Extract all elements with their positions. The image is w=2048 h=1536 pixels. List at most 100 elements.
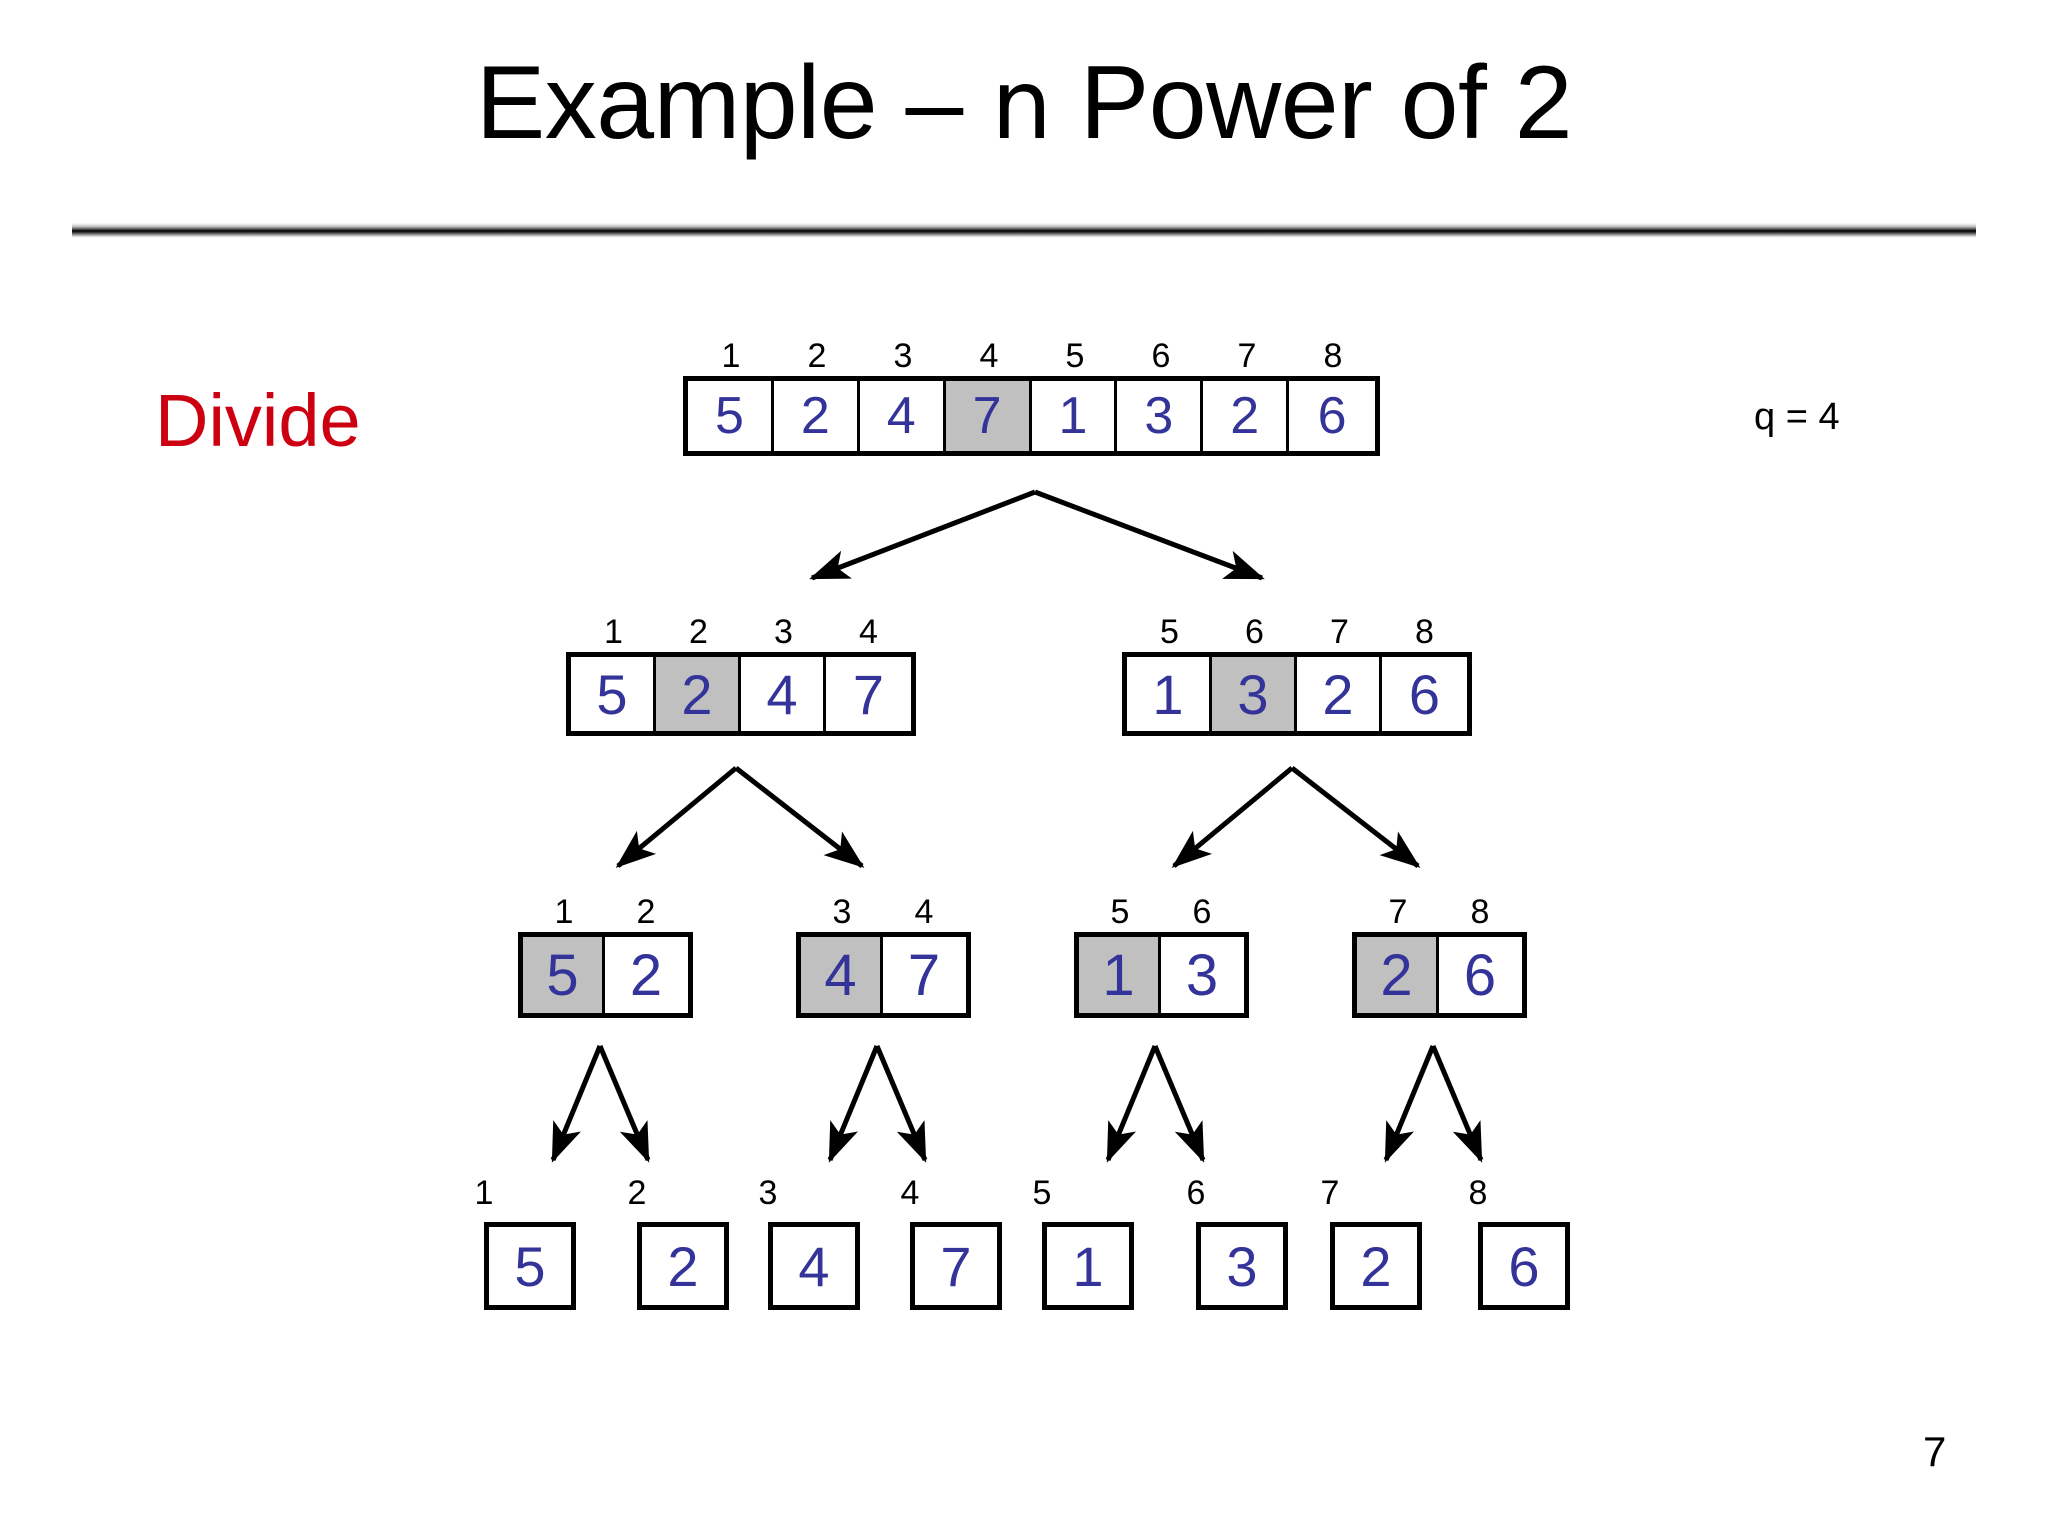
page-title: Example – n Power of 2	[0, 46, 2048, 160]
arrow-l2d-left	[1383, 1045, 1436, 1163]
array-cell: 2	[1330, 1222, 1422, 1310]
arrow-l2c-right	[1152, 1045, 1206, 1163]
array-cell: 2	[1297, 657, 1382, 731]
arrow-l1b-right	[1290, 766, 1421, 868]
divide-label: Divide	[155, 379, 361, 462]
array-index-label: 4	[979, 337, 999, 375]
arrow-l1a-right	[734, 766, 865, 868]
arrow-l2b-right	[874, 1045, 928, 1163]
arrow-l2a-left	[550, 1045, 603, 1163]
arrow-l1b-left	[1171, 766, 1294, 868]
array-cell: 1	[1127, 657, 1212, 731]
array-cell: 2	[1357, 937, 1439, 1013]
array-cell: 2	[773, 381, 860, 451]
array-cell: 3	[1196, 1222, 1288, 1310]
array-index-label: 5	[1065, 337, 1085, 375]
array-index-label: 3	[893, 337, 913, 375]
title-variable-n: n	[991, 49, 1052, 161]
array-index-label: 8	[1470, 893, 1490, 931]
array-index-label: 6	[1245, 613, 1264, 651]
array-index-label: 2	[689, 613, 708, 651]
array-cell: 6	[1382, 657, 1467, 731]
array-cell: 1	[1042, 1222, 1134, 1310]
array-cell: 6	[1439, 937, 1521, 1013]
array-cell: 7	[883, 937, 965, 1013]
array-cell: 5	[571, 657, 656, 731]
array-cell: 2	[637, 1222, 729, 1310]
array-index-label: 2	[807, 337, 827, 375]
array-cell: 1	[1031, 381, 1118, 451]
array-cell: 4	[768, 1222, 860, 1310]
arrow-l0-right	[1034, 489, 1265, 581]
arrow-l2c-left	[1105, 1045, 1158, 1163]
array-index-label: 3	[758, 1174, 778, 1212]
array-cell: 7	[945, 381, 1032, 451]
array-cell: 2	[605, 937, 687, 1013]
title-divider-rule	[72, 222, 1976, 238]
array-cell: 7	[910, 1222, 1002, 1310]
index-row-level1-right: 5 6 7 8	[1122, 612, 1472, 652]
arrow-l0-left	[809, 489, 1036, 581]
array-index-label: 7	[1237, 337, 1257, 375]
array-index-label: 1	[604, 613, 623, 651]
title-prefix: Example –	[475, 45, 992, 161]
array-cell: 5	[484, 1222, 576, 1310]
array-cell: 4	[859, 381, 946, 451]
array-cell: 6	[1289, 381, 1375, 451]
array-cell: 1	[1079, 937, 1161, 1013]
array-index-label: 4	[859, 613, 878, 651]
array-index-label: 8	[1468, 1174, 1488, 1212]
array-cell: 4	[801, 937, 883, 1013]
array-index-label: 6	[1186, 1174, 1206, 1212]
array-index-label: 1	[721, 337, 741, 375]
array-index-label: 2	[636, 893, 656, 931]
page-number: 7	[1923, 1428, 1947, 1475]
array-index-label: 3	[832, 893, 852, 931]
array-index-label: 2	[627, 1174, 647, 1212]
array-cell: 6	[1478, 1222, 1570, 1310]
array-index-label: 1	[474, 1174, 494, 1212]
array-cell: 5	[688, 381, 774, 451]
array-index-label: 4	[900, 1174, 920, 1212]
arrow-l2d-right	[1430, 1045, 1484, 1163]
array-index-label: 7	[1388, 893, 1408, 931]
arrow-l2a-right	[597, 1045, 651, 1163]
array-cell: 2	[656, 657, 741, 731]
title-suffix: Power of 2	[1051, 45, 1573, 161]
array-index-label: 5	[1160, 613, 1179, 651]
array-index-label: 7	[1320, 1174, 1340, 1212]
array-index-label: 6	[1192, 893, 1212, 931]
arrow-l1a-left	[615, 766, 738, 868]
array-index-label: 8	[1323, 337, 1343, 375]
array-index-label: 8	[1415, 613, 1434, 651]
arrow-l2b-left	[827, 1045, 880, 1163]
array-cell: 3	[1161, 937, 1243, 1013]
array-index-label: 5	[1032, 1174, 1052, 1212]
array-index-label: 6	[1151, 337, 1171, 375]
index-row-level0: 1 2 3 4 5 6 7 8	[683, 336, 1380, 376]
array-cell: 2	[1203, 381, 1290, 451]
array-index-label: 7	[1330, 613, 1349, 651]
array-cell: 5	[523, 937, 605, 1013]
array-index-label: 1	[554, 893, 574, 931]
